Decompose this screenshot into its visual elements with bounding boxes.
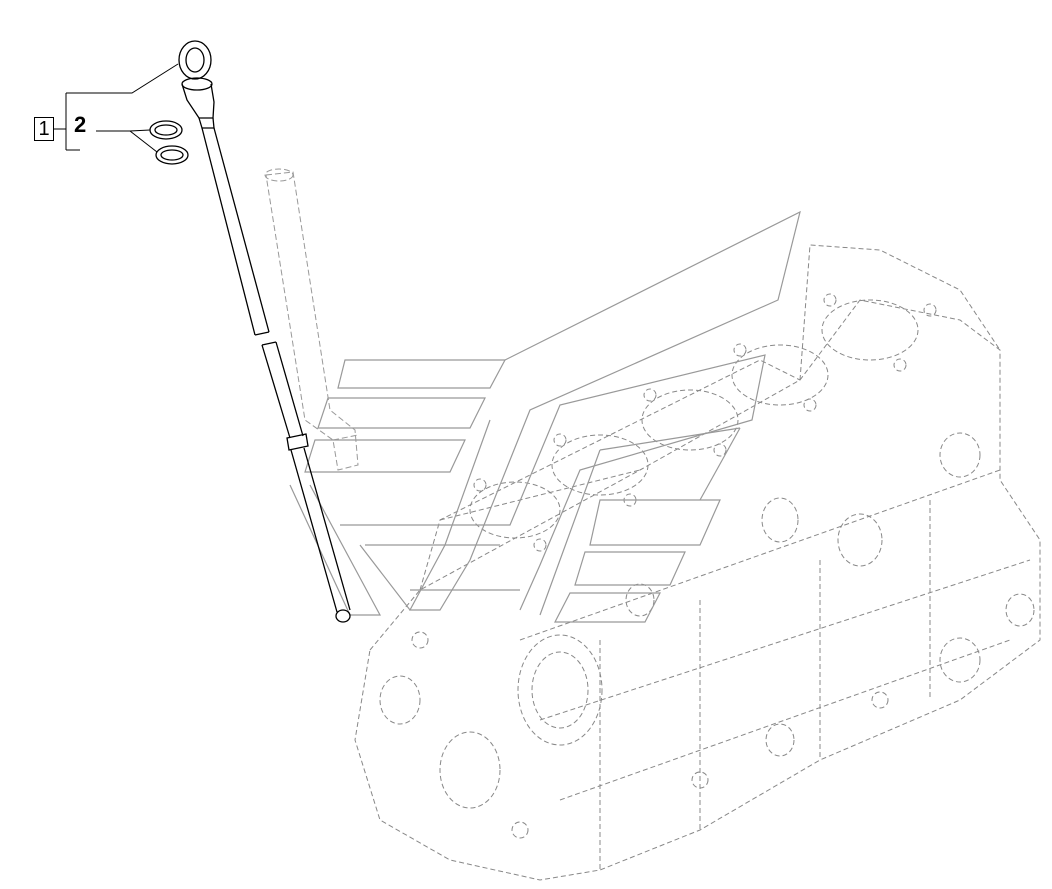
- callout-part-2: 2: [74, 112, 87, 137]
- positioning-guide: [289, 210, 801, 623]
- o-ring-seals: [149, 120, 189, 165]
- callout-leaders: [54, 63, 179, 153]
- callout-assembly-1: 1: [34, 117, 54, 141]
- dipstick-guide-tube: [264, 168, 359, 471]
- oil-dipstick: [178, 40, 351, 623]
- engine-block: [354, 244, 1041, 881]
